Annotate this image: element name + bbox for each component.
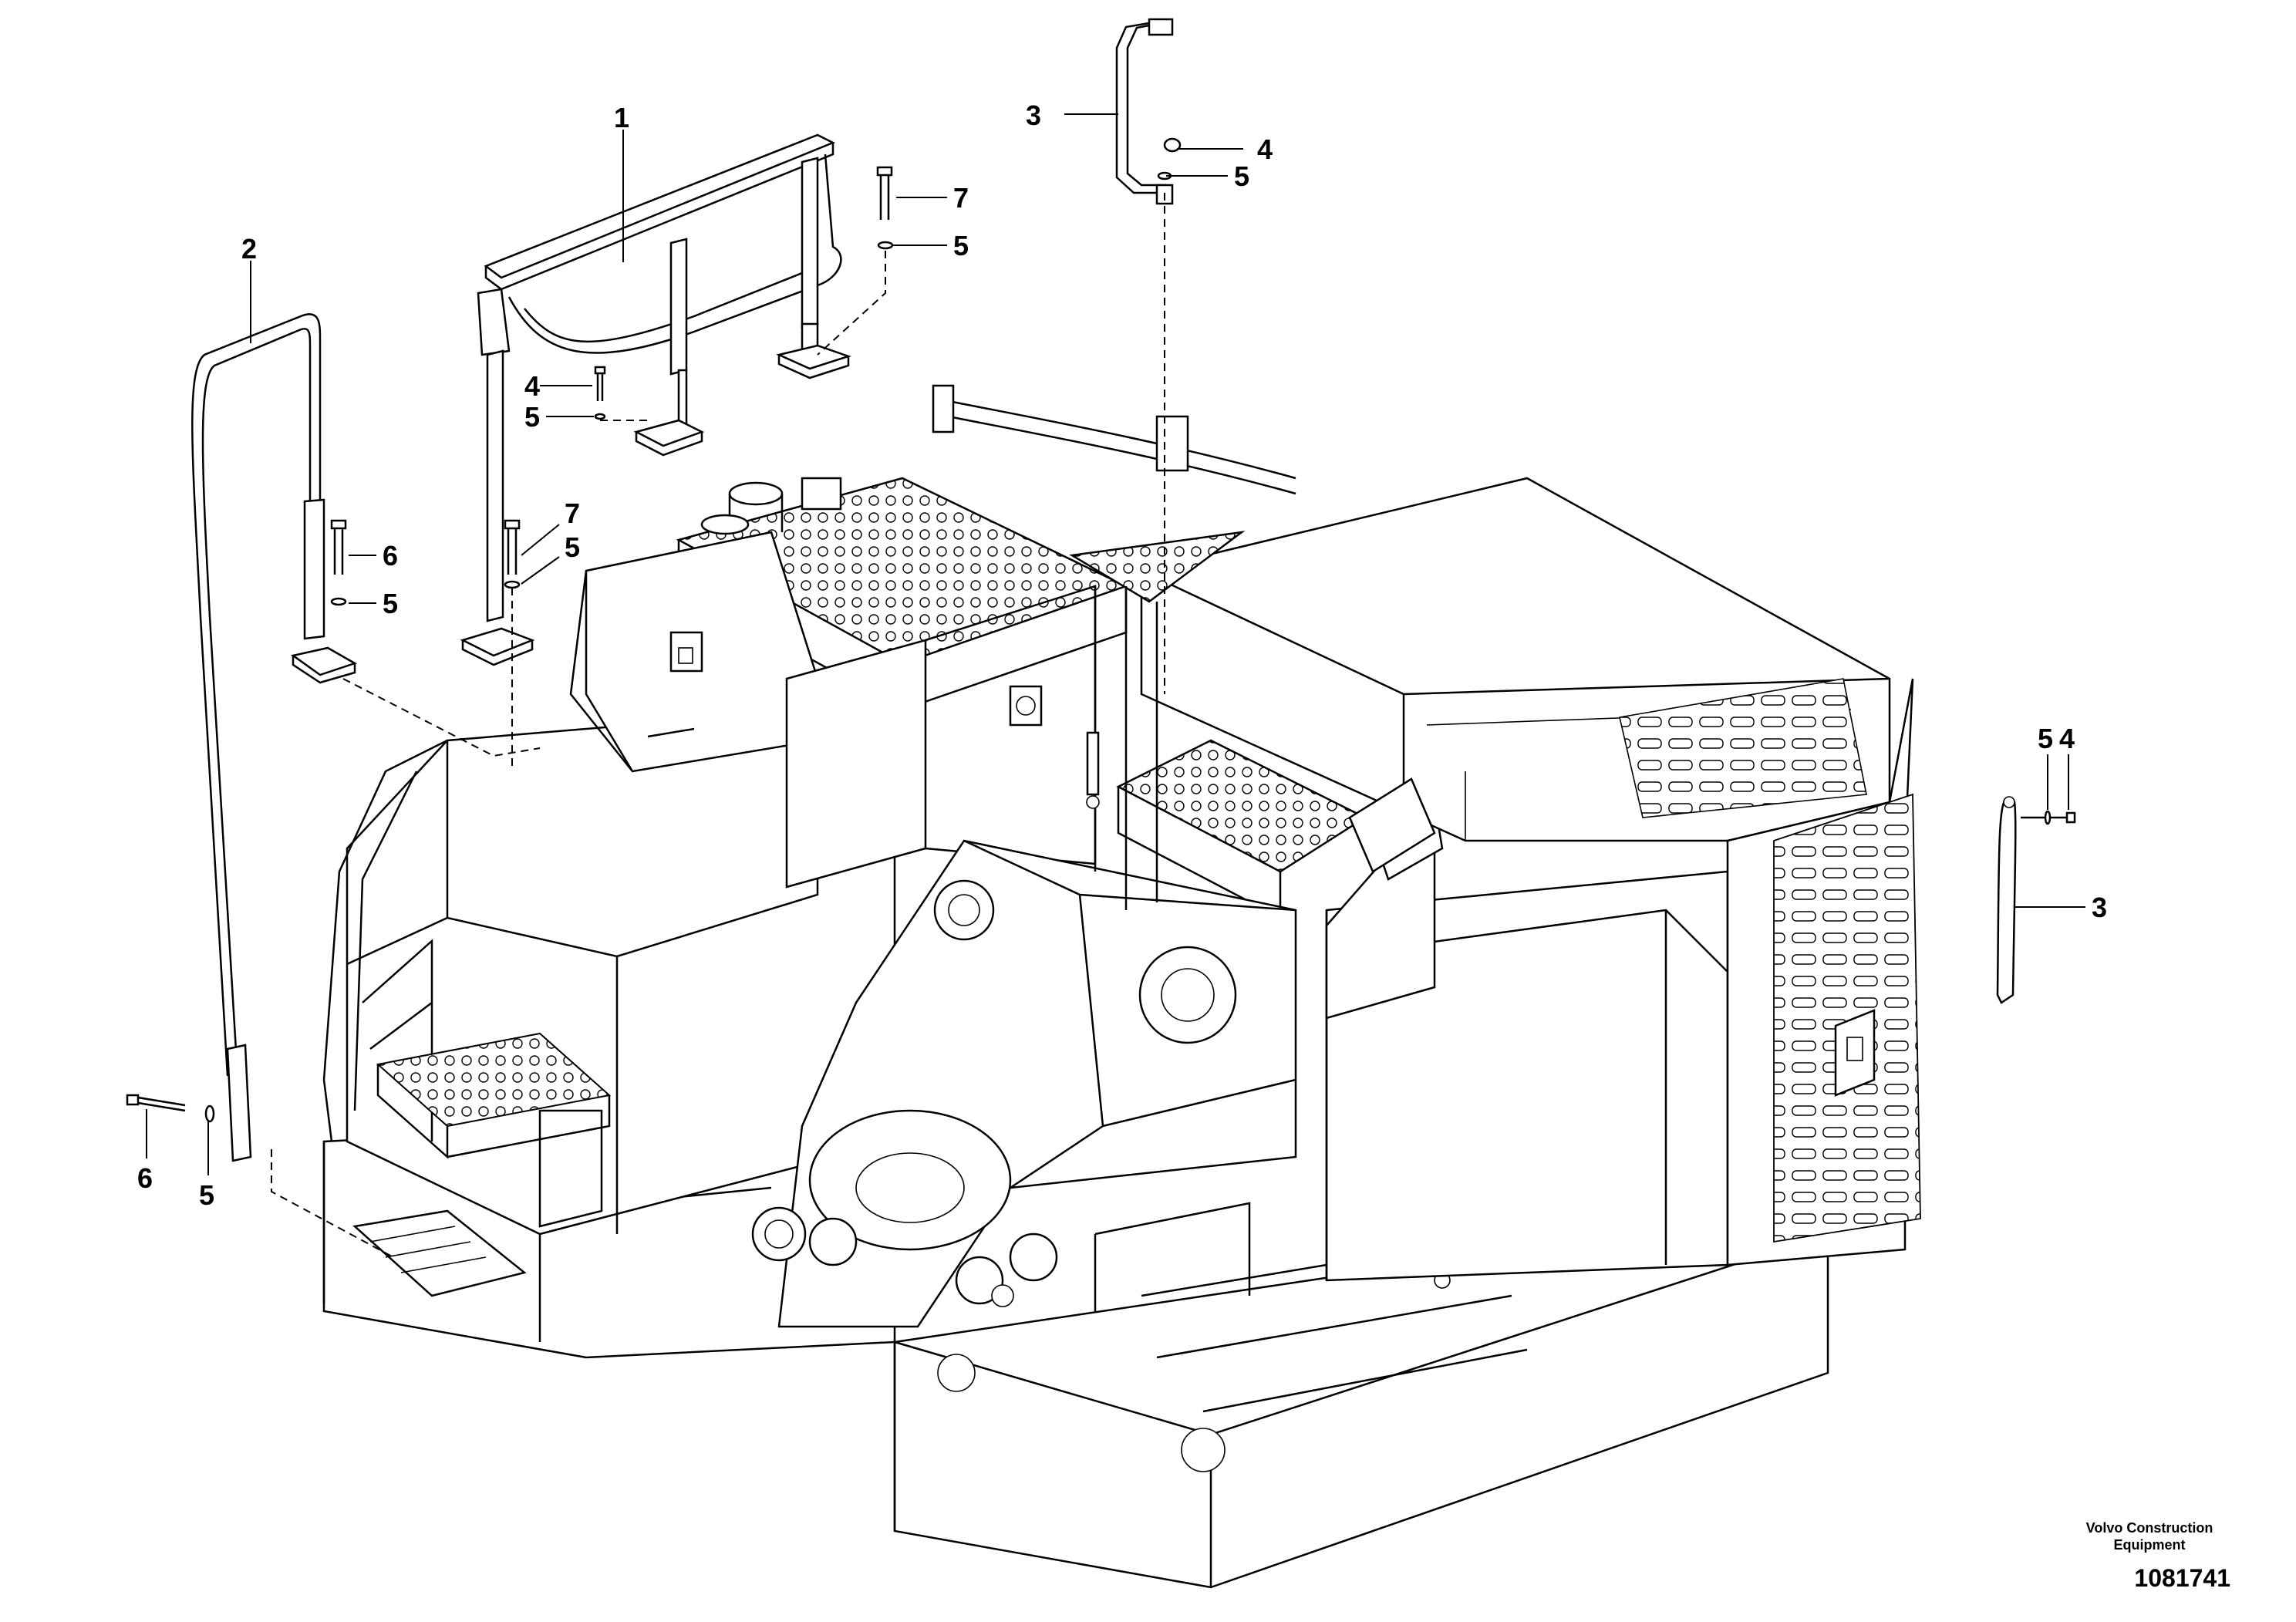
left-handrail [191,313,358,1162]
callout-2: 2 [241,233,257,265]
callout-3-side: 3 [2092,892,2107,923]
side-handle [1996,796,2017,1004]
leader-lines [146,113,2085,1258]
callout-1: 1 [614,102,629,133]
callout-5-upper-right: 5 [1234,160,1249,192]
machine-frame [322,384,1921,1589]
drawing-number: 1081741 [2134,1564,2230,1592]
callout-7-upper: 7 [953,182,969,214]
callout-5-upper-mid: 5 [953,230,969,261]
callout-6-lower: 6 [137,1162,153,1194]
callout-7-mid: 7 [565,497,580,529]
callout-4-side: 4 [2059,723,2075,754]
callout-5-mid-left: 5 [383,588,398,619]
callout-3-upper: 3 [1026,99,1041,131]
company-name: Volvo Construction Equipment [2049,1519,2250,1553]
callout-4-upper-right: 4 [1257,133,1273,165]
callout-6-mid: 6 [383,540,398,572]
callout-5-side: 5 [2038,723,2053,754]
fasteners [126,137,2076,1123]
company-name-line1: Volvo Construction [2085,1520,2213,1536]
callout-5-mid: 5 [565,531,580,563]
company-name-line2: Equipment [2113,1537,2186,1553]
callout-4-upper-left: 4 [524,370,540,402]
callout-labels: 1 2 3 4 5 4 5 7 5 6 5 7 5 5 4 3 6 5 [137,99,2107,1211]
callout-5-lower: 5 [199,1179,214,1211]
callout-5-upper-left: 5 [524,401,540,433]
guard-rail-assembly [460,133,851,666]
